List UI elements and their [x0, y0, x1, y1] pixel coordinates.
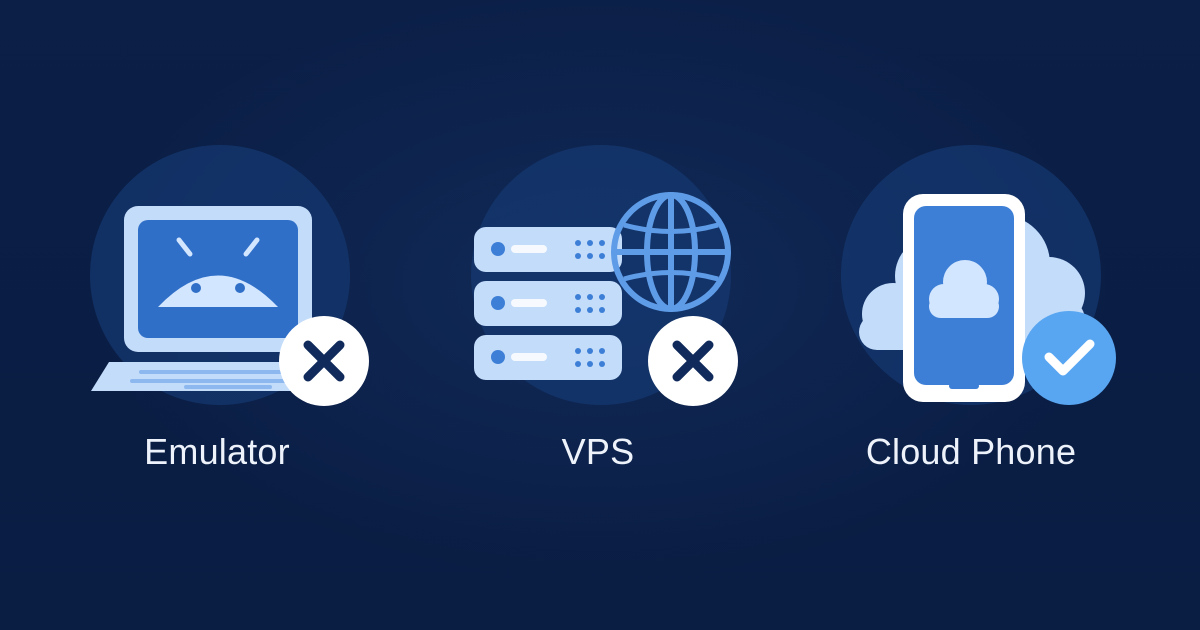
server-globe-icon [471, 145, 738, 406]
globe-latitude-bottom [623, 270, 719, 282]
server-slot-1 [511, 245, 547, 253]
android-head [158, 275, 278, 307]
check-icon [1044, 339, 1095, 376]
touchpad [184, 385, 272, 389]
android-left-eye [191, 283, 201, 293]
keyboard-row-1 [139, 370, 303, 374]
android-right-antenna [243, 237, 260, 257]
cloud-phone-card: Cloud Phone [811, 145, 1131, 490]
phone-cloud-icon [841, 145, 1116, 405]
emulator-card: Emulator [57, 145, 377, 490]
server-light-1 [491, 242, 505, 256]
server-light-2 [491, 296, 505, 310]
vps-card: VPS [438, 145, 758, 490]
server-slot-2 [511, 299, 547, 307]
server-unit-1 [474, 227, 622, 272]
server-unit-3 [474, 335, 622, 380]
close-icon [303, 340, 345, 382]
server-slot-3 [511, 353, 547, 361]
android-left-antenna [176, 237, 193, 257]
cloud-phone-label: Cloud Phone [865, 431, 1077, 472]
cloud-phone-status-badge [1022, 311, 1116, 405]
vps-label: VPS [561, 431, 635, 472]
phone-home-indicator [949, 383, 979, 389]
server-light-3 [491, 350, 505, 364]
server-dots [575, 240, 605, 367]
cloud-icon [929, 260, 999, 318]
globe-latitude-top [623, 222, 719, 234]
server-unit-2 [474, 281, 622, 326]
keyboard-row-2 [130, 379, 302, 383]
emulator-label: Emulator [144, 431, 290, 472]
android-right-eye [235, 283, 245, 293]
laptop-android-icon [90, 145, 369, 406]
close-icon [672, 340, 714, 382]
